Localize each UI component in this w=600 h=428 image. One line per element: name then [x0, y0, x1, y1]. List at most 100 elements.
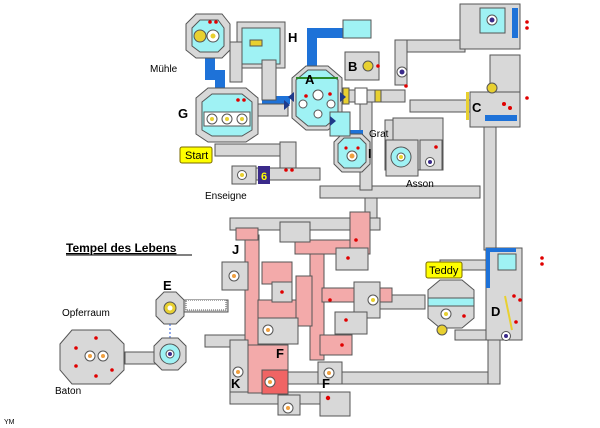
e-south-orb-core	[168, 352, 172, 356]
a-east-node	[354, 87, 368, 105]
d-water	[497, 253, 517, 271]
ne-dot-1	[525, 20, 529, 24]
temple-dot-7	[344, 318, 348, 322]
grat-portal-core	[428, 160, 432, 164]
g-orb-1-core	[210, 117, 214, 121]
zone-g-label: G	[178, 106, 188, 121]
zone-e-label: E	[163, 278, 172, 293]
a-pillar-2	[298, 99, 308, 109]
muehle-label: Mühle	[150, 64, 178, 75]
temple-dot-5	[340, 343, 344, 347]
ne-orb-1	[486, 82, 498, 94]
d-gate	[504, 295, 513, 331]
corridor-east-long	[483, 119, 497, 251]
temple-room-k2	[229, 339, 249, 393]
corridor-f2-south	[319, 391, 351, 417]
muehle-wheel-1	[193, 29, 207, 43]
g-dot-2	[242, 98, 246, 102]
corridor-muehle-h	[229, 41, 243, 83]
h-channel-v	[307, 28, 317, 76]
corridor-south-main	[269, 371, 501, 385]
opferraum-dot-1	[74, 346, 78, 350]
d-portal-core	[504, 334, 508, 338]
pink-cell-4	[319, 334, 353, 356]
zone-b-label: B	[348, 59, 357, 74]
g-orb-3-core	[240, 117, 244, 121]
h-room-item	[249, 39, 263, 47]
d-dot-5	[514, 320, 518, 324]
ne-dot-4	[404, 84, 408, 88]
asson-orb-core	[399, 155, 403, 159]
g-channel-3	[215, 70, 225, 100]
corridor-east-south	[487, 339, 501, 385]
grat-label: Grat	[369, 129, 389, 140]
i-dot-2	[356, 146, 360, 150]
temple-orb-3-core	[266, 328, 270, 332]
temple-dot-2	[346, 256, 350, 260]
h-channel-h	[307, 28, 347, 38]
i-dot-1	[344, 146, 348, 150]
d-dot-2	[540, 262, 544, 266]
pink-cell-2	[257, 299, 299, 321]
temple-orb-7-core	[327, 371, 331, 375]
corridor-h-south	[261, 59, 277, 101]
ne-water-1	[479, 7, 506, 34]
g-east-arrow	[284, 100, 290, 110]
a-dot-2	[328, 92, 332, 96]
d-dot-3	[512, 294, 516, 298]
teddy-orb-core	[444, 312, 448, 316]
g-channel-1	[205, 56, 215, 78]
ne-deep-water-1	[512, 8, 518, 38]
zone-k-label: K	[231, 376, 241, 391]
temple-orb-1-core	[232, 274, 236, 278]
a-pillar-1	[312, 89, 324, 101]
opferraum-dot-3	[74, 364, 78, 368]
opferraum-label: Opferraum	[62, 308, 110, 319]
muehle-dot-2	[214, 20, 218, 24]
six-block	[258, 166, 270, 184]
a-west-arrow	[288, 92, 294, 102]
i-link	[329, 111, 351, 137]
zone-i-label: I	[368, 146, 372, 161]
temple-room-se	[334, 311, 368, 335]
temple-dot-1	[354, 238, 358, 242]
teddy-dot	[462, 314, 466, 318]
teddy-tag[interactable]: Teddy	[425, 261, 463, 279]
temple-room-nw	[279, 221, 311, 243]
ne-dot-3	[525, 96, 529, 100]
zone-c-label: C	[472, 100, 482, 115]
zone-f2-label: F	[322, 376, 330, 391]
b-orb	[362, 60, 374, 72]
six-label: 6	[261, 171, 267, 183]
b-dot	[376, 64, 380, 68]
i-orb-core	[349, 153, 355, 159]
e-link-corridor	[185, 299, 227, 311]
ne-portal-2-core	[399, 69, 405, 75]
muehle-wheel-2-core	[210, 33, 216, 39]
zone-h-label: H	[288, 30, 297, 45]
a-pillar-4	[313, 109, 323, 119]
a-east-yellow-2	[374, 89, 382, 103]
teddy-orb-2	[436, 324, 448, 336]
a-east-arrow	[340, 92, 346, 102]
j-hall-top	[235, 227, 259, 241]
temple-room-n	[335, 247, 369, 271]
opferraum-dot-2	[94, 336, 98, 340]
c-dot-1	[502, 102, 506, 106]
enseigne-orb-core	[240, 173, 244, 177]
temple-orb-6-core	[286, 406, 290, 410]
temple-orb-5-core	[268, 380, 272, 384]
teddy-tag-label: Teddy	[429, 265, 459, 277]
muehle-dot-1	[208, 20, 212, 24]
opferraum-orb-2-core	[101, 354, 105, 358]
temple-orb-2-core	[371, 298, 375, 302]
pink-cell-1	[261, 261, 293, 285]
start-tag-box	[179, 146, 213, 164]
a-pillar-3	[326, 99, 336, 109]
start-tag[interactable]: Start	[179, 146, 213, 164]
teddy-water	[427, 297, 475, 307]
opferraum-dot-4	[94, 374, 98, 378]
zone-a-label: A	[305, 72, 315, 87]
asson-label: Asson	[406, 179, 434, 190]
